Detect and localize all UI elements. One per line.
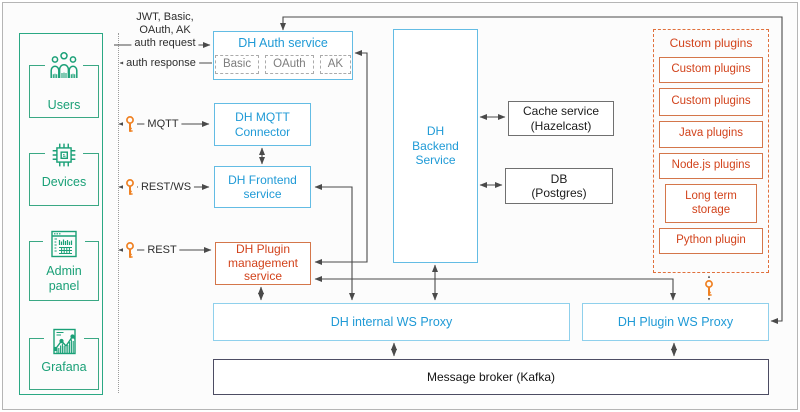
auth-method-ak: AK bbox=[319, 55, 352, 74]
plugin-ws-proxy-label: DH Plugin WS Proxy bbox=[617, 314, 734, 329]
internal-ws-proxy-box: DH internal WS Proxy bbox=[213, 303, 570, 341]
mqtt-connector-line2: Connector bbox=[234, 124, 291, 139]
plugin-item: Python plugin bbox=[659, 228, 763, 255]
actors-panel bbox=[19, 33, 103, 395]
db-box: DB (Postgres) bbox=[505, 168, 613, 204]
plugin-item: Long term storage bbox=[665, 183, 757, 224]
plugin-mgmt-line3: service bbox=[243, 269, 282, 284]
actor-grafana-label: Grafana bbox=[41, 359, 87, 374]
devices-icon bbox=[45, 138, 83, 172]
backend-line3: Service bbox=[415, 153, 456, 168]
actor-devices-label: Devices bbox=[41, 174, 87, 189]
auth-request-line2: OAuth, AK bbox=[139, 24, 191, 36]
backend-line1: DH bbox=[426, 124, 445, 139]
auth-request-line1: JWT, Basic, bbox=[136, 11, 194, 23]
auth-service-box: DH Auth service Basic OAuth AK bbox=[213, 31, 353, 80]
plugin-mgmt-service-box: DH Plugin management service bbox=[215, 242, 311, 285]
custom-plugins-group: Custom plugins Custom plugins Custom plu… bbox=[653, 29, 769, 273]
mqtt-connector-box: DH MQTT Connector bbox=[214, 103, 311, 146]
plugin-item: Node.js plugins bbox=[659, 152, 763, 179]
backend-line2: Backend bbox=[412, 138, 459, 153]
auth-method-basic: Basic bbox=[214, 55, 260, 74]
message-broker-box: Message broker (Kafka) bbox=[213, 359, 769, 395]
admin-panel-icon bbox=[43, 226, 85, 262]
actor-users: Users bbox=[29, 50, 99, 118]
auth-response-label: auth response bbox=[123, 57, 199, 69]
auth-methods-row: Basic OAuth AK bbox=[214, 55, 352, 74]
mqtt-connector-line1: DH MQTT bbox=[235, 110, 290, 125]
cache-line1: Cache service bbox=[522, 104, 600, 119]
actor-admin-panel: Admin panel bbox=[29, 226, 99, 301]
backend-service-box: DH Backend Service bbox=[393, 29, 478, 263]
db-line2: (Postgres) bbox=[531, 186, 587, 200]
plugin-mgmt-line1: DH Plugin bbox=[235, 241, 291, 256]
auth-service-title: DH Auth service bbox=[238, 36, 328, 50]
key-icon bbox=[702, 278, 716, 298]
key-icon bbox=[123, 114, 137, 134]
cache-line2: (Hazelcast) bbox=[530, 118, 592, 133]
auth-request-line3: auth request bbox=[134, 37, 196, 49]
plugin-mgmt-line2: management bbox=[227, 255, 299, 270]
actor-grafana: Grafana bbox=[29, 325, 99, 390]
internal-ws-proxy-label: DH internal WS Proxy bbox=[330, 314, 453, 329]
mqtt-label: MQTT bbox=[144, 118, 182, 130]
cache-service-box: Cache service (Hazelcast) bbox=[508, 101, 614, 136]
frontend-service-box: DH Frontend service bbox=[214, 166, 311, 208]
grafana-icon bbox=[44, 325, 84, 359]
message-broker-label: Message broker (Kafka) bbox=[426, 369, 556, 384]
auth-request-label: JWT, Basic, OAuth, AK auth request bbox=[131, 11, 199, 50]
actor-users-label: Users bbox=[47, 97, 81, 112]
plugin-item: Custom plugins bbox=[659, 87, 763, 116]
users-icon bbox=[45, 50, 83, 82]
key-icon bbox=[123, 240, 137, 260]
db-line1: DB bbox=[550, 171, 568, 186]
key-icon bbox=[123, 177, 137, 197]
auth-method-oauth: OAuth bbox=[265, 55, 314, 74]
custom-plugins-title: Custom plugins bbox=[669, 36, 753, 50]
plugin-item: Custom plugins bbox=[659, 57, 763, 83]
frontend-line1: DH Frontend bbox=[228, 172, 297, 187]
actors-boundary-line bbox=[118, 33, 119, 393]
plugin-ws-proxy-box: DH Plugin WS Proxy bbox=[582, 303, 769, 341]
rest-label: REST bbox=[144, 244, 180, 256]
rest-ws-label: REST/WS bbox=[137, 181, 195, 193]
actor-devices: Devices bbox=[29, 138, 99, 206]
frontend-line2: service bbox=[243, 187, 282, 201]
actor-admin-panel-label: Admin panel bbox=[46, 264, 82, 293]
plugin-item: Java plugins bbox=[659, 120, 763, 148]
